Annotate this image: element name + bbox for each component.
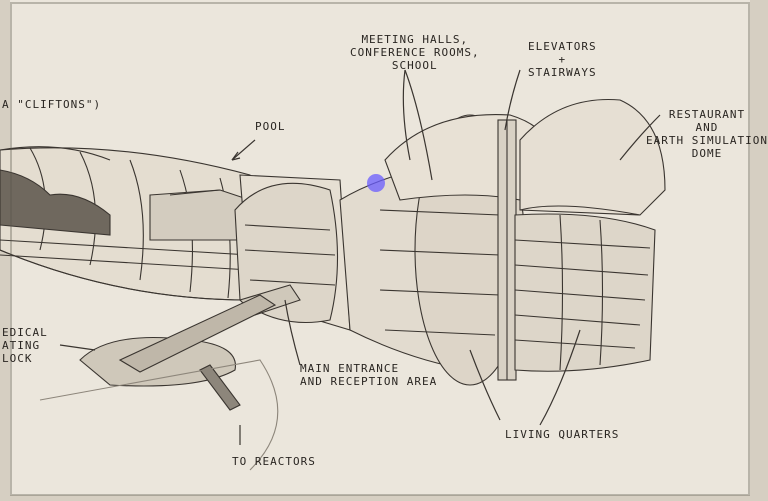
living-quarters-label: LIVING QUARTERS [505, 428, 620, 441]
elevators-line-2: + [558, 53, 567, 66]
entrance-line-2: AND RECEPTION AREA [300, 375, 438, 388]
paper-border [10, 2, 750, 496]
restaurant-line-1: RESTAURANT [668, 108, 746, 121]
meeting-line-3: SCHOOL [391, 59, 438, 72]
to-reactors-label: TO REACTORS [232, 455, 316, 468]
medical-line-3: LOCK [2, 352, 33, 365]
restaurant-label: RESTAURANT AND EARTH SIMULATION DOME [646, 108, 768, 160]
restaurant-line-4: DOME [691, 147, 723, 160]
pool-label: POOL [255, 120, 286, 133]
main-entrance-label: MAIN ENTRANCE AND RECEPTION AREA [300, 362, 437, 388]
restaurant-line-2: AND [695, 121, 719, 134]
clifton-label: A "CLIFTONS") [2, 98, 102, 111]
meeting-halls-label: MEETING HALLS, CONFERENCE ROOMS, SCHOOL [350, 33, 480, 72]
medical-line-2: ATING [2, 339, 41, 352]
tube-structure [0, 98, 666, 471]
elevators-line-1: ELEVATORS [528, 40, 597, 53]
entrance-line-1: MAIN ENTRANCE [300, 362, 400, 375]
meeting-line-2: CONFERENCE ROOMS, [350, 46, 480, 59]
elevators-line-3: STAIRWAYS [528, 66, 597, 79]
callout-arrows [59, 69, 661, 445]
restaurant-line-3: EARTH SIMULATION [646, 134, 768, 147]
medical-lock-label: EDICAL ATING LOCK [2, 326, 48, 365]
light-glare [367, 174, 385, 192]
medical-line-1: EDICAL [2, 326, 48, 339]
meeting-line-1: MEETING HALLS, [361, 33, 469, 46]
elevators-label: ELEVATORS + STAIRWAYS [528, 40, 597, 79]
